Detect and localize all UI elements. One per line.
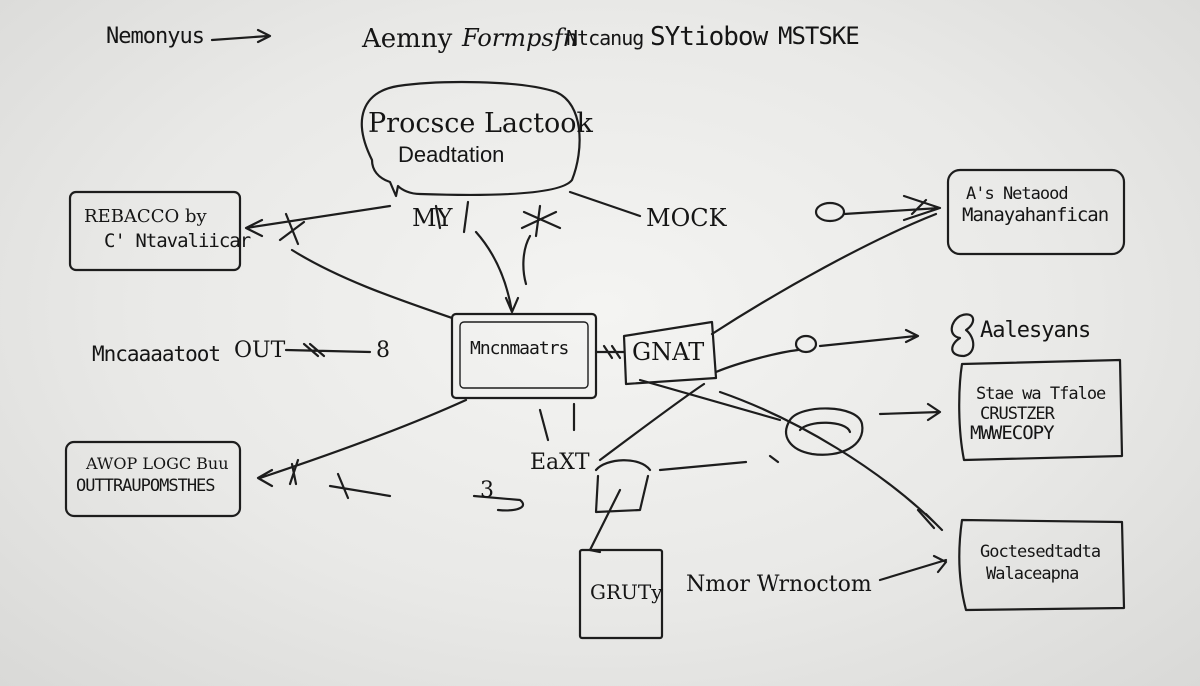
bottom-box: [578, 548, 664, 640]
header-arrow: [210, 28, 272, 44]
right-mid-label: Aalesyans: [980, 318, 1091, 343]
edge-loop-to-management: [842, 194, 942, 222]
edge-center-to-leftbottom: [256, 398, 468, 488]
edge-gnat-down: [538, 382, 706, 462]
edge-my-to-center: [434, 200, 520, 314]
left-bottom-box: [64, 440, 242, 518]
management-line-1: A's Netaood: [966, 184, 1069, 204]
header-title-4: SYtiobow: [650, 22, 768, 52]
edge-left-top-to-center: [290, 248, 454, 320]
center-box-label: Mncnmaatrs: [470, 338, 569, 359]
header-title-2: Formpsfn: [462, 24, 579, 52]
center-box-inner: [459, 321, 589, 389]
annotation-8: 8: [376, 338, 390, 363]
edge-arrow-row: [328, 472, 525, 512]
edge-leftmid-out: [284, 342, 372, 358]
gnat-box: [622, 320, 718, 386]
left-bottom-line-1: AWOP LOGC Buu: [86, 454, 229, 473]
annotation-my: MY: [412, 204, 453, 232]
right-box-4: [958, 518, 1126, 612]
annotation-mock: MOCK: [646, 204, 727, 232]
process-subtitle: Deadtation: [398, 142, 505, 167]
edge-bubble-to-mock: [568, 190, 642, 218]
center-low-label: EaXT: [530, 450, 590, 475]
right-box-3: [958, 358, 1124, 462]
process-title: Procsce Lactook: [368, 108, 593, 139]
management-box: [946, 168, 1126, 256]
header-title-1: Aemny: [362, 24, 453, 54]
center-box: [450, 312, 598, 400]
left-mid-label: Mncaaaatoot: [92, 342, 221, 366]
edge-low-to-bullet: [658, 454, 780, 472]
right-box3-line-3: MWWECOPY: [970, 422, 1055, 444]
management-line-2: Manayahanfican: [962, 204, 1109, 226]
edge-gnat-to-management: [710, 212, 938, 336]
bottom-box-label: GRUTy: [590, 580, 663, 604]
loop-shape-low: [588, 459, 652, 554]
right-box3-line-1: Stae wa Tfaloe: [976, 384, 1106, 404]
bottom-label: Nmor Wrnoctom: [686, 572, 872, 597]
loop-shape-right: [785, 407, 864, 456]
process-bubble: [360, 80, 581, 198]
left-top-line-2: C' Ntavaliicar: [104, 230, 251, 252]
right-box4-line-2: Walaceapna: [986, 564, 1079, 584]
edge-left-top-to-bubble: [244, 204, 392, 246]
edge-star: [520, 204, 562, 286]
annotation-3: 3: [480, 478, 494, 503]
edge-bottom-to-right4: [878, 554, 948, 582]
edge-gnat-to-circle: [714, 328, 920, 374]
left-top-line-1: REBACCO by: [84, 206, 207, 227]
header-left-note: Nemonyus: [106, 24, 205, 49]
bullet-circle: [794, 334, 818, 354]
left-bottom-line-2: OUTTRAUPOMSTHES: [76, 476, 216, 496]
left-top-box: [68, 190, 242, 272]
header-title-5: MSTSKE: [778, 22, 860, 50]
right-box3-line-2: CRUSTZER: [980, 404, 1055, 424]
right-box4-line-1: Goctesedtadta: [980, 542, 1101, 562]
edge-center-to-right3: [638, 378, 942, 422]
header-title-3: Ntcanug: [566, 26, 644, 50]
sigma-glyph: [950, 313, 975, 358]
edge-center-to-gnat: [594, 344, 626, 360]
edge-gnat-to-right4: [718, 390, 944, 532]
gnat-box-label: GNAT: [632, 338, 705, 366]
left-mid-out: OUT: [234, 338, 286, 363]
bullet-loop: [814, 201, 846, 223]
